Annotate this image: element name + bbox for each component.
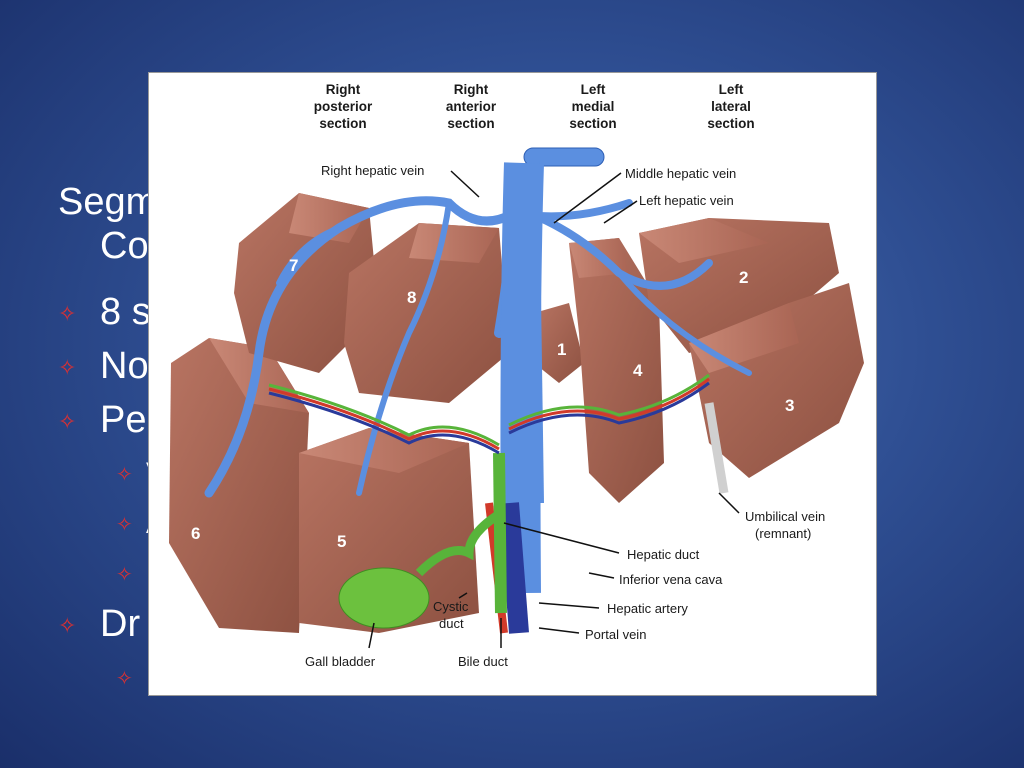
header-left-lateral-2: lateral bbox=[711, 99, 751, 114]
bullet-item: Segm Co bbox=[58, 180, 157, 268]
label-right-hepatic-vein: Right hepatic vein bbox=[321, 163, 424, 178]
segment-number-7: 7 bbox=[289, 256, 298, 275]
segment-number-3: 3 bbox=[785, 396, 794, 415]
label-bile-duct: Bile duct bbox=[458, 654, 508, 669]
segment-number-2: 2 bbox=[739, 268, 748, 287]
header-right-posterior-2: posterior bbox=[314, 99, 373, 114]
four-point-star-icon: ✧ bbox=[116, 564, 133, 587]
sub-bullet-item: ✧ bbox=[116, 656, 146, 701]
header-left-medial-1: Left bbox=[581, 82, 606, 97]
segment-5 bbox=[299, 428, 479, 633]
gall-bladder-organ bbox=[338, 567, 430, 629]
header-left-lateral-1: Left bbox=[719, 82, 744, 97]
label-cystic-duct: Cystic bbox=[433, 599, 469, 614]
header-right-posterior-1: Right bbox=[326, 82, 361, 97]
label-portal-vein: Portal vein bbox=[585, 627, 646, 642]
header-right-anterior-1: Right bbox=[454, 82, 489, 97]
leader-lines bbox=[368, 170, 740, 649]
four-point-star-icon: ✧ bbox=[116, 668, 133, 691]
bullet-item: ✧ Pe bbox=[58, 398, 146, 444]
four-point-star-icon: ✧ bbox=[58, 408, 77, 434]
segment-number-5: 5 bbox=[337, 532, 346, 551]
segment-2 bbox=[639, 218, 839, 353]
label-middle-hepatic-vein: Middle hepatic vein bbox=[625, 166, 736, 181]
bullet-item: ✧ Dr bbox=[58, 602, 140, 648]
label-umbilical-vein-remnant: (remnant) bbox=[755, 526, 811, 541]
ivc-trunk bbox=[500, 162, 544, 594]
four-point-star-icon: ✧ bbox=[116, 464, 133, 487]
four-point-star-icon: ✧ bbox=[58, 354, 77, 380]
label-gall-bladder: Gall bladder bbox=[305, 654, 376, 669]
bullet-text: 8 s bbox=[100, 291, 151, 333]
segment-number-6: 6 bbox=[191, 524, 200, 543]
liver-diagram: 7 8 1 4 2 3 6 5 Right posterior section … bbox=[169, 82, 864, 669]
segment-7 bbox=[234, 193, 379, 373]
header-left-medial-3: section bbox=[569, 116, 616, 131]
header-left-medial-2: medial bbox=[572, 99, 615, 114]
bullet-text: Segm bbox=[58, 181, 158, 223]
four-point-star-icon: ✧ bbox=[58, 612, 77, 638]
four-point-star-icon: ✧ bbox=[116, 514, 133, 537]
bullet-text: Dr bbox=[100, 603, 141, 645]
segment-number-1: 1 bbox=[557, 340, 566, 359]
header-right-posterior-3: section bbox=[319, 116, 366, 131]
cystic-duct-vessel bbox=[415, 509, 504, 577]
label-umbilical-vein: Umbilical vein bbox=[745, 509, 825, 524]
segment-6 bbox=[169, 338, 309, 633]
bullet-item: ✧ No bbox=[58, 344, 149, 390]
header-left-lateral-3: section bbox=[707, 116, 754, 131]
label-hepatic-duct: Hepatic duct bbox=[627, 547, 700, 562]
bile-duct-vessel bbox=[493, 452, 507, 614]
portal-triad-branches bbox=[268, 373, 710, 455]
segment-8 bbox=[344, 223, 509, 403]
bullet-text-continued: Co bbox=[100, 225, 149, 267]
bullet-item: ✧ 8 s bbox=[58, 290, 151, 336]
segment-number-8: 8 bbox=[407, 288, 416, 307]
header-right-anterior-2: anterior bbox=[446, 99, 497, 114]
label-cystic-duct-2: duct bbox=[439, 616, 464, 631]
label-inferior-vena-cava: Inferior vena cava bbox=[619, 572, 723, 587]
bullet-text: No bbox=[100, 345, 149, 387]
hepatic-veins bbox=[204, 168, 752, 498]
four-point-star-icon: ✧ bbox=[58, 300, 77, 326]
segment-number-4: 4 bbox=[633, 361, 643, 380]
vena-cava-top bbox=[523, 147, 605, 167]
portal-vein bbox=[499, 502, 529, 634]
label-left-hepatic-vein: Left hepatic vein bbox=[639, 193, 734, 208]
bullet-text: Pe bbox=[100, 399, 147, 441]
liver-segments-figure: 7 8 1 4 2 3 6 5 Right posterior section … bbox=[148, 72, 877, 696]
header-right-anterior-3: section bbox=[447, 116, 494, 131]
label-hepatic-artery: Hepatic artery bbox=[607, 601, 688, 616]
umbilical-vein-remnant bbox=[704, 402, 729, 494]
segment-1 bbox=[534, 303, 584, 383]
